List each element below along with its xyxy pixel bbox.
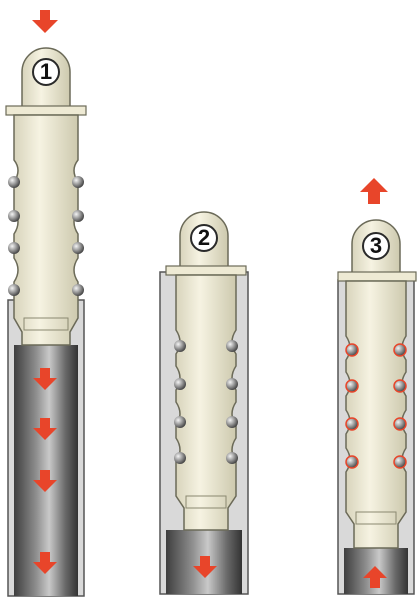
ball: [346, 344, 358, 356]
ball: [8, 210, 20, 222]
ball: [174, 378, 186, 390]
stage-2-pin-shaft: [176, 275, 236, 530]
ball: [394, 418, 406, 430]
ball: [346, 418, 358, 430]
ball: [72, 210, 84, 222]
ball: [226, 452, 238, 464]
ball: [226, 378, 238, 390]
ball: [72, 242, 84, 254]
arrow-up-icon: [360, 178, 388, 204]
ball: [8, 242, 20, 254]
stage-2: [160, 212, 248, 594]
ball: [8, 176, 20, 188]
ball: [174, 340, 186, 352]
ball: [72, 284, 84, 296]
ball: [174, 416, 186, 428]
ball: [346, 380, 358, 392]
stage-2-number: 2: [190, 224, 218, 252]
arrow-down-icon: [32, 10, 58, 33]
ball: [394, 344, 406, 356]
ball: [394, 380, 406, 392]
ball: [174, 452, 186, 464]
ball: [226, 416, 238, 428]
ball: [226, 340, 238, 352]
stage-1: [6, 10, 86, 596]
stage-3-number: 3: [362, 232, 390, 260]
stage-1-pin-shaft: [14, 115, 78, 345]
ball: [394, 456, 406, 468]
ball: [72, 176, 84, 188]
ball: [346, 456, 358, 468]
ball: [8, 284, 20, 296]
stage-3-pin-shaft: [346, 281, 406, 548]
stage-1-number: 1: [32, 58, 60, 86]
